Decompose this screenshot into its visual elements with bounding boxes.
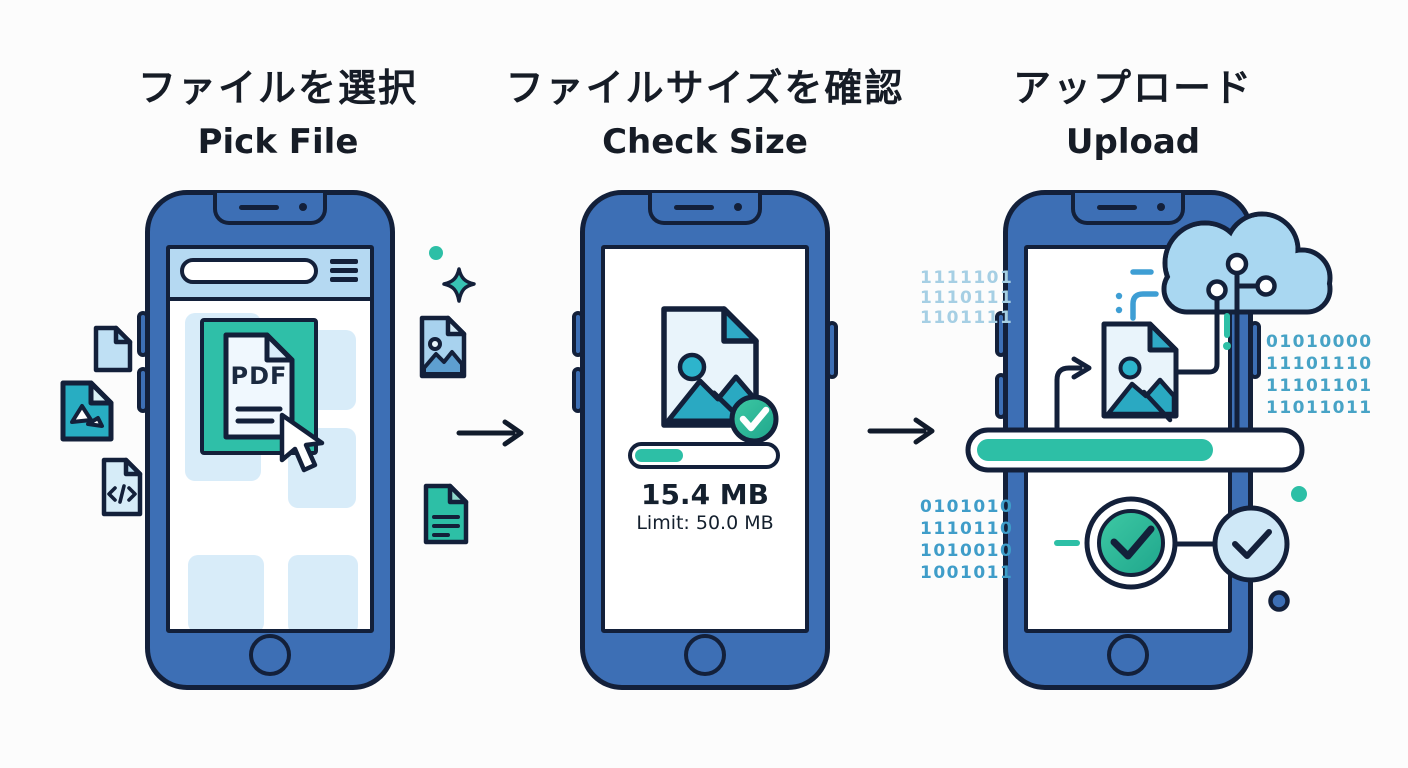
upload-overlay xyxy=(965,211,1333,612)
camera-dot xyxy=(299,203,307,211)
step1-title-ja: ファイルを選択 xyxy=(137,66,418,110)
image-file-icon xyxy=(1101,321,1179,423)
elbow-arrow-icon xyxy=(1054,365,1083,430)
file-size-label: 15.4 MB xyxy=(640,478,770,511)
cursor-icon xyxy=(279,412,325,473)
progress-bar xyxy=(965,427,1305,473)
pdf-file-icon xyxy=(223,332,295,440)
phone-2-check-size xyxy=(572,190,838,690)
camera-dot xyxy=(1157,203,1165,211)
code-file-icon xyxy=(101,457,143,517)
check-circle-filled-icon xyxy=(1084,496,1178,590)
pdf-tile[interactable]: PDF xyxy=(200,318,318,455)
power-button xyxy=(1249,321,1261,379)
notch xyxy=(213,193,327,225)
volume-button xyxy=(137,311,149,357)
step1-title-en: Pick File xyxy=(197,122,359,162)
home-button[interactable] xyxy=(249,634,291,676)
home-button[interactable] xyxy=(1107,634,1149,676)
binary-text-top-left: 1111101 1110111 1101111 xyxy=(920,268,1014,328)
binary-text-right: 01010000 11101110 11101101 11011011 xyxy=(1266,332,1373,418)
volume-button xyxy=(995,373,1007,419)
check-badge-icon xyxy=(729,394,779,444)
hamburger-menu-icon[interactable] xyxy=(330,259,358,287)
document-file-icon xyxy=(423,483,469,545)
volume-button xyxy=(995,311,1007,357)
home-button[interactable] xyxy=(684,634,726,676)
camera-dot xyxy=(734,203,742,211)
arrow-right-icon xyxy=(456,419,524,447)
speaker-slot xyxy=(674,205,714,210)
progress-bar xyxy=(628,442,780,469)
step3-title-en: Upload xyxy=(1065,122,1201,162)
step2-title-ja: ファイルサイズを確認 xyxy=(505,66,905,110)
volume-button xyxy=(572,311,584,357)
step1-header: ファイルを選択 Pick File xyxy=(108,66,448,162)
power-button xyxy=(826,321,838,379)
cloud-network-icon xyxy=(1161,211,1333,435)
binary-text-bottom-left: 0101010 1110110 1010010 1001011 xyxy=(920,497,1014,583)
pdf-label: PDF xyxy=(230,362,288,390)
ring-dot-accent xyxy=(1268,590,1290,612)
dot-accent xyxy=(1291,486,1307,502)
step2-title-en: Check Size xyxy=(602,122,808,162)
search-bar[interactable] xyxy=(180,258,318,284)
volume-button xyxy=(137,367,149,413)
sparkle-icon xyxy=(442,267,476,303)
signal-accents xyxy=(1115,269,1231,350)
phone-1-screen: PDF xyxy=(166,245,374,633)
phone-2-screen xyxy=(601,245,809,633)
image-file-icon xyxy=(60,380,114,442)
volume-button xyxy=(572,367,584,413)
dot-accent xyxy=(429,246,443,260)
image-file-check-icon xyxy=(661,306,779,444)
step3-header: アップロード Upload xyxy=(983,66,1283,162)
size-limit-label: Limit: 50.0 MB xyxy=(636,512,774,534)
progress-fill xyxy=(635,449,683,462)
progress-fill xyxy=(977,439,1213,461)
step2-header: ファイルサイズを確認 Check Size xyxy=(505,66,905,162)
step3-title-ja: アップロード xyxy=(1012,66,1253,110)
browser-header xyxy=(170,249,370,301)
notch xyxy=(648,193,762,225)
image-file-icon xyxy=(419,315,467,379)
check-circle-light-icon xyxy=(1212,505,1290,583)
phone-1-pick-file: PDF xyxy=(137,190,395,690)
arrow-right-icon xyxy=(867,417,935,445)
file-grid-tile xyxy=(188,555,264,629)
speaker-slot xyxy=(1097,205,1137,210)
file-grid-tile xyxy=(288,555,358,629)
notch xyxy=(1071,193,1185,225)
plain-file-icon xyxy=(93,325,133,373)
speaker-slot xyxy=(239,205,279,210)
